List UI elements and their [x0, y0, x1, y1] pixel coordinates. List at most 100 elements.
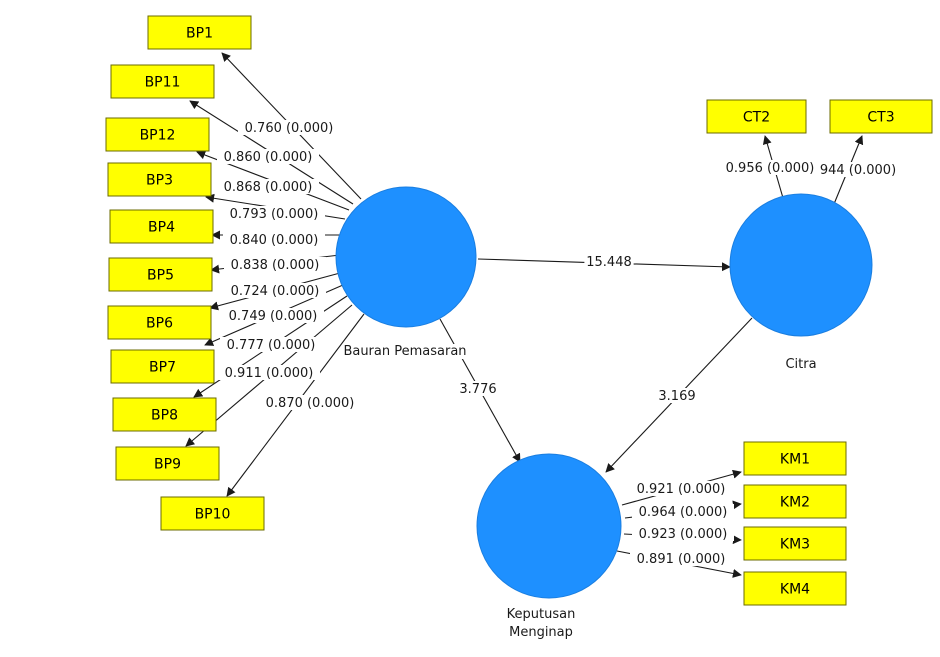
- latent-ct[interactable]: [729, 193, 873, 337]
- loading-label-bp5: 0.838 (0.000): [231, 258, 320, 273]
- path-coefficient-bp-km-bg: [457, 381, 499, 396]
- indicator-ct3[interactable]: CT3: [829, 99, 933, 134]
- indicator-bp7[interactable]: BP7: [110, 349, 215, 384]
- indicator-bp11[interactable]: BP11: [110, 64, 215, 99]
- indicator-label: CT3: [867, 110, 894, 126]
- indicator-bp5[interactable]: BP5: [108, 257, 213, 292]
- loading-label-ct3-bg: [814, 162, 902, 177]
- latent-circle: [476, 453, 622, 599]
- path-coefficient-ct-km-bg: [656, 388, 698, 403]
- loading-label-bp12-group: 0.868 (0.000): [216, 179, 320, 195]
- indicator-box: [743, 441, 847, 476]
- loading-label-bp4-bg: [222, 232, 326, 247]
- indicator-box: [115, 446, 220, 481]
- indicator-box: [107, 305, 212, 340]
- latent-label-bg: [780, 357, 822, 372]
- loading-label-bp8: 0.777 (0.000): [227, 338, 316, 353]
- loading-label-bp12: 0.868 (0.000): [224, 180, 313, 195]
- path-coefficient-bp-km: 3.776: [459, 382, 496, 397]
- loading-label-bp1-bg: [237, 120, 341, 135]
- loading-label-bp3-group: 0.793 (0.000): [222, 206, 326, 222]
- indicator-label: BP12: [140, 128, 176, 144]
- loading-label-bp8-bg: [219, 337, 323, 352]
- latent-label-ct: Citra: [785, 357, 816, 372]
- loading-label-km4: 0.891 (0.000): [637, 552, 726, 567]
- latent-bp[interactable]: [335, 186, 477, 328]
- loading-label-km1-bg: [629, 481, 733, 496]
- indicator-box: [109, 209, 214, 244]
- loading-label-bp6-group: 0.724 (0.000): [223, 283, 327, 299]
- indicator-km2[interactable]: KM2: [743, 484, 847, 519]
- indicator-label: BP7: [149, 360, 176, 376]
- indicator-label: KM1: [780, 452, 810, 468]
- indicator-km3[interactable]: KM3: [743, 526, 847, 561]
- indicator-bp6[interactable]: BP6: [107, 305, 212, 340]
- latent-label-km: Keputusan: [507, 607, 576, 622]
- loading-label-bp8-group: 0.777 (0.000): [219, 337, 323, 353]
- loading-label-bp12-bg: [216, 179, 320, 194]
- loading-label-bp9-group: 0.911 (0.000): [217, 365, 321, 381]
- indicator-box: [147, 15, 252, 50]
- indicator-bp12[interactable]: BP12: [105, 117, 210, 152]
- indicator-bp10[interactable]: BP10: [160, 496, 265, 531]
- loading-label-ct2-group: 0.956 (0.000): [718, 160, 822, 176]
- loading-label-km1-group: 0.921 (0.000): [629, 481, 733, 497]
- indicator-label: BP1: [186, 26, 213, 42]
- loading-label-bp6: 0.724 (0.000): [231, 284, 320, 299]
- indicator-box: [108, 257, 213, 292]
- indicator-ct2[interactable]: CT2: [706, 99, 807, 134]
- indicator-label: BP11: [145, 75, 181, 91]
- indicator-bp1[interactable]: BP1: [147, 15, 252, 50]
- indicator-label: KM3: [780, 537, 810, 553]
- loading-label-bp11-bg: [216, 149, 320, 164]
- indicator-bp9[interactable]: BP9: [115, 446, 220, 481]
- indicator-bp8[interactable]: BP8: [112, 397, 217, 432]
- latent-label-bp: Bauran Pemasaran: [343, 344, 466, 359]
- loading-label-km4-group: 0.891 (0.000): [629, 551, 733, 567]
- latent-circle: [729, 193, 873, 337]
- loading-label-km1: 0.921 (0.000): [637, 482, 726, 497]
- loading-label-km3-bg: [631, 526, 735, 541]
- indicator-label: BP10: [195, 507, 231, 523]
- indicator-box: [829, 99, 933, 134]
- loading-label-ct3-group: 944 (0.000): [814, 162, 902, 178]
- loading-label-bp11: 0.860 (0.000): [224, 150, 313, 165]
- loading-label-km2: 0.964 (0.000): [639, 505, 728, 520]
- loading-label-bp3-bg: [222, 206, 326, 221]
- indicator-km4[interactable]: KM4: [743, 571, 847, 606]
- loading-label-bp3: 0.793 (0.000): [230, 207, 319, 222]
- indicator-bp3[interactable]: BP3: [107, 162, 212, 197]
- indicator-label: BP3: [146, 173, 173, 189]
- loading-label-bp4: 0.840 (0.000): [230, 233, 319, 248]
- indicator-label: KM2: [780, 495, 810, 511]
- loading-label-ct3: 944 (0.000): [820, 163, 896, 178]
- loading-label-bp7: 0.749 (0.000): [229, 309, 318, 324]
- indicator-bp4[interactable]: BP4: [109, 209, 214, 244]
- loading-label-bp6-bg: [223, 283, 327, 298]
- loading-label-bp5-group: 0.838 (0.000): [223, 257, 327, 273]
- indicator-box: [107, 162, 212, 197]
- indicator-box: [743, 571, 847, 606]
- indicator-box: [105, 117, 210, 152]
- latent-label-km: Menginap: [509, 625, 573, 640]
- indicator-box: [110, 64, 215, 99]
- indicator-km1[interactable]: KM1: [743, 441, 847, 476]
- indicator-label: CT2: [743, 110, 770, 126]
- path-coefficient-bp-ct-bg: [584, 254, 634, 269]
- indicator-box: [110, 349, 215, 384]
- loading-label-bp4-group: 0.840 (0.000): [222, 232, 326, 248]
- loading-label-km4-bg: [629, 551, 733, 566]
- latent-km[interactable]: [476, 453, 622, 599]
- indicator-label: BP6: [146, 316, 173, 332]
- loading-label-bp9-bg: [217, 365, 321, 380]
- loading-label-km3-group: 0.923 (0.000): [631, 526, 735, 542]
- loading-label-bp10: 0.870 (0.000): [266, 396, 355, 411]
- indicator-box: [112, 397, 217, 432]
- indicator-box: [160, 496, 265, 531]
- loading-label-bp7-group: 0.749 (0.000): [221, 308, 325, 324]
- loading-label-bp1: 0.760 (0.000): [245, 121, 334, 136]
- latent-circle: [335, 186, 477, 328]
